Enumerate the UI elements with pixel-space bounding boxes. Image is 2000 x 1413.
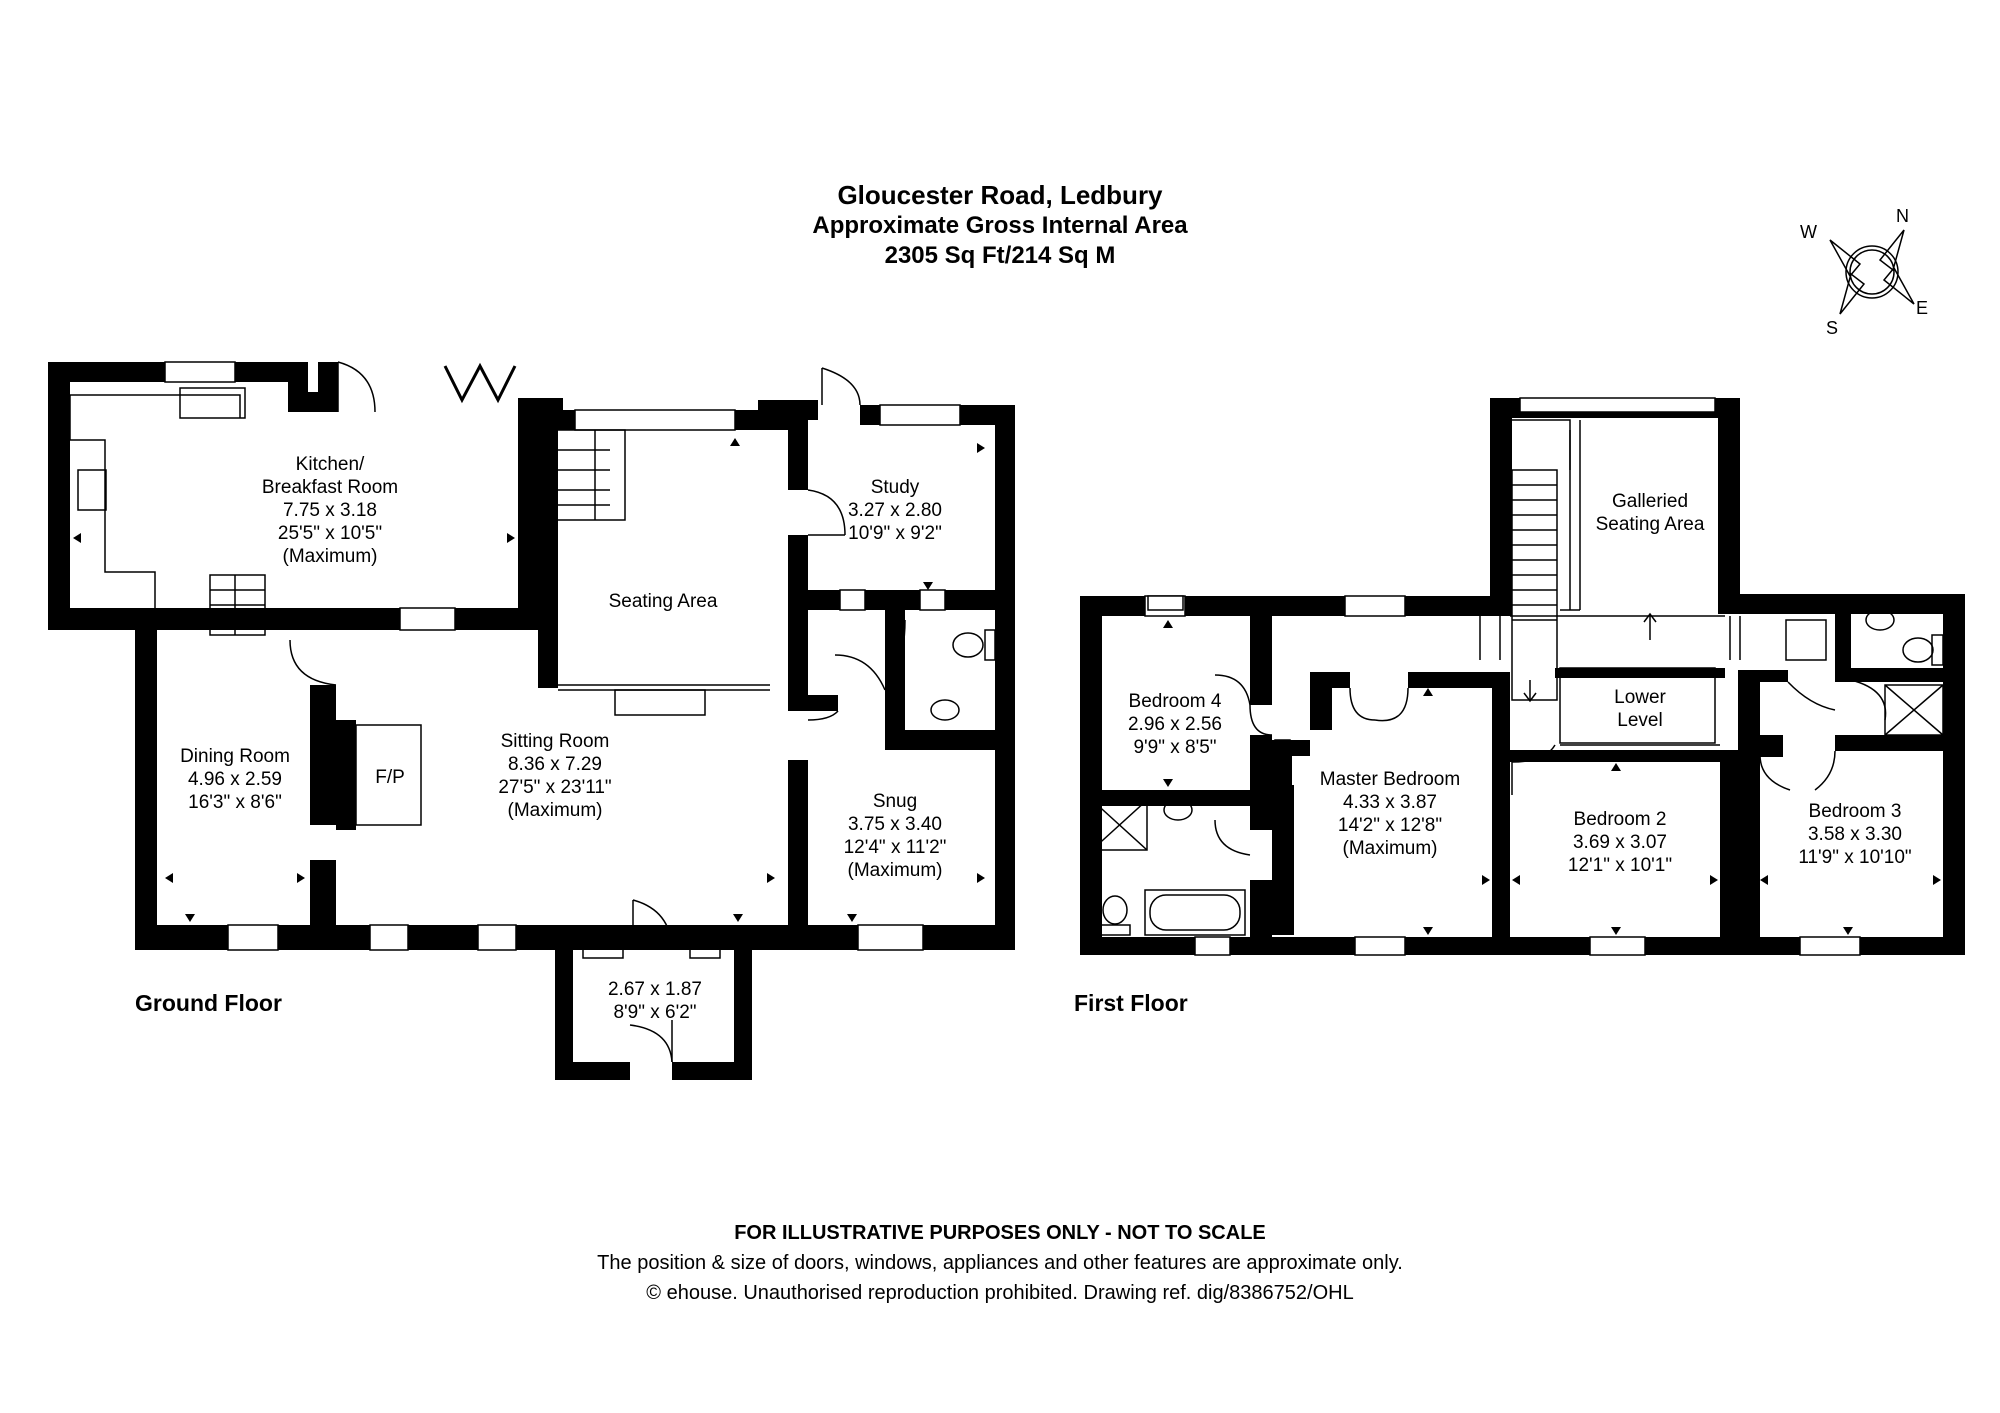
compass-south: S: [1826, 318, 1839, 338]
first-floor-label: First Floor: [1074, 990, 1188, 1016]
ground-floor-label: Ground Floor: [135, 990, 282, 1016]
footer-disclaimer-title: FOR ILLUSTRATIVE PURPOSES ONLY - NOT TO …: [734, 1222, 1266, 1244]
ground-floor-plan: [48, 362, 1015, 1080]
compass-north: N: [1896, 206, 1909, 226]
dimension-markers: [73, 438, 1941, 935]
ground-floor-details: [69, 361, 996, 1063]
area-value: 2305 Sq Ft/214 Sq M: [884, 242, 1116, 269]
footer-copyright: © ehouse. Unauthorised reproduction proh…: [646, 1282, 1354, 1304]
area-title: Approximate Gross Internal Area: [812, 212, 1188, 239]
room-fireplace: F/P: [375, 767, 405, 788]
first-floor-plan: [1080, 398, 1965, 955]
first-floor-details: [1091, 397, 1944, 956]
room-seating-area: Seating Area: [608, 591, 718, 612]
compass-east: E: [1916, 298, 1929, 318]
compass-rose-icon: [1829, 229, 1915, 315]
compass-west: W: [1800, 222, 1817, 242]
property-address: Gloucester Road, Ledbury: [837, 180, 1163, 210]
footer-disclaimer-text: The position & size of doors, windows, a…: [597, 1252, 1403, 1274]
